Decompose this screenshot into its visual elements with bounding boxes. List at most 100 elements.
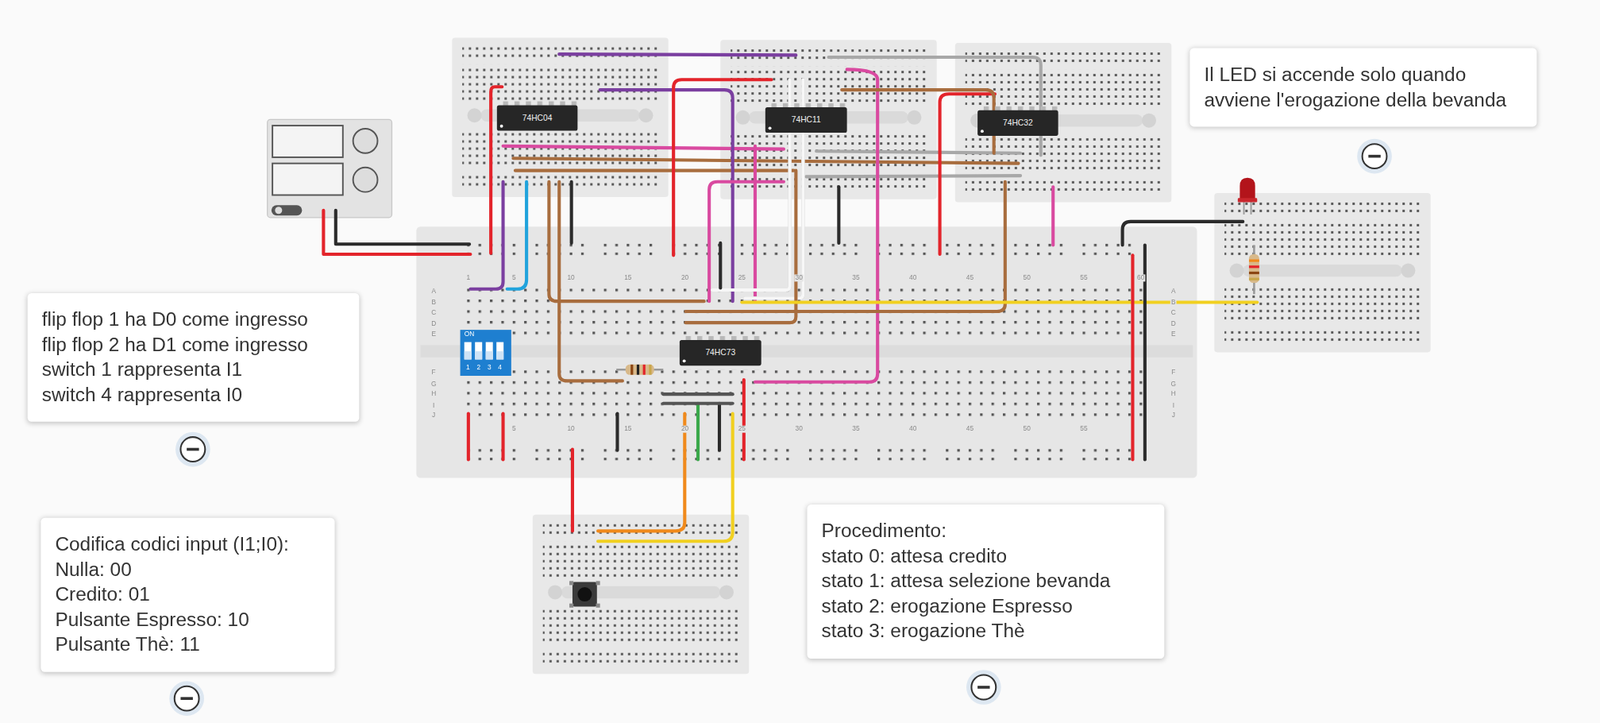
wire: [686, 170, 797, 324]
note-callout: Il LED si accende solo quando avviene l'…: [1189, 47, 1537, 127]
supply-switch-knob: [274, 206, 282, 214]
wire: [559, 53, 796, 55]
breadboard-index: 5: [511, 425, 517, 432]
supply-body: [267, 119, 393, 217]
breadboard-holes: [464, 367, 1146, 421]
wire: [559, 181, 623, 382]
led-symbol: [1237, 177, 1257, 215]
dip-lever: [464, 342, 472, 360]
breadboard-index: I: [431, 400, 436, 408]
wire: [503, 146, 784, 150]
breadboard-index: 20: [680, 273, 691, 281]
breadboard-index: G: [430, 379, 438, 386]
wire: [515, 169, 795, 173]
breadboard-index: E: [430, 330, 437, 337]
pin1-dot: [682, 358, 687, 363]
wire: [548, 181, 704, 301]
note-line: Procedimento:: [821, 518, 1151, 544]
breadboard-index: E: [1170, 330, 1177, 337]
note-text: switch 4 rappresenta I0: [42, 381, 243, 407]
breadboard-index: D: [430, 320, 438, 327]
wire: [600, 89, 733, 301]
wire: [755, 69, 878, 382]
icon-halo: [175, 431, 211, 467]
wire: [323, 210, 471, 255]
breadboard-index: 5: [511, 273, 517, 281]
button-cap: [577, 586, 592, 602]
wire: [816, 150, 1021, 154]
wire: [686, 181, 1006, 312]
main-breadboard: [416, 226, 1197, 478]
pin1-dot: [500, 124, 504, 128]
breadboard-index: A: [1170, 287, 1177, 294]
breadboard-index: 1: [465, 273, 471, 281]
note-text: flip flop 1 ha D0 come ingresso: [42, 307, 309, 332]
collapse-icon: [169, 680, 205, 716]
breadboard: [1214, 192, 1431, 353]
breadboard-index: 10: [566, 425, 576, 432]
power-supply: [267, 119, 393, 217]
breadboard: [955, 42, 1172, 203]
breadboard-index: C: [430, 308, 438, 316]
note-text: Codifica codici input (I1;I0):: [54, 532, 290, 557]
chip-text: 74HC04: [522, 113, 553, 124]
icon-minus: [1368, 154, 1381, 159]
wire: [836, 186, 841, 243]
resistor-body: [625, 364, 655, 375]
breadboard-index: 25: [736, 273, 747, 281]
breadboard-index: H: [430, 390, 438, 398]
wire: [597, 413, 733, 542]
resistor-band: [630, 364, 633, 375]
button-leg: [595, 603, 600, 608]
dip-lever-shade: [485, 350, 494, 359]
pushbutton: [569, 580, 601, 607]
collapse-icon: [966, 669, 1002, 705]
note-line: Pulsante Espresso: 10: [54, 606, 320, 632]
button-leg: [569, 603, 574, 608]
icon-ring: [971, 674, 996, 700]
note-line: Nulla: 00: [54, 556, 320, 582]
resistor-band: [636, 364, 640, 375]
breadboard-index: 20: [680, 425, 691, 432]
collapse-icon: [1357, 138, 1392, 174]
breadboard-index: I: [1171, 400, 1176, 408]
note-text: stato 0: attesa credito: [821, 543, 1007, 568]
wire: [709, 181, 784, 301]
dip-lever-shade: [464, 350, 472, 359]
note-callout: flip flop 1 ha D0 come ingressoflip flop…: [27, 293, 360, 422]
chip-text: 74HC32: [1002, 118, 1034, 128]
wire: [335, 210, 470, 244]
note-line: Il LED si accende solo quando avviene l'…: [1203, 61, 1520, 112]
dip-switch-label: 1: [465, 364, 471, 371]
collapse-icon: [175, 431, 211, 467]
breadboard-index: 55: [1079, 425, 1089, 432]
chip-label: 74HC73: [679, 339, 762, 366]
wire: [1122, 221, 1244, 246]
icon-minus: [186, 447, 199, 452]
dip-switch-label: 2: [475, 364, 482, 371]
breadboard-index: D: [1170, 320, 1178, 327]
breadboard-index: 40: [908, 425, 918, 432]
wire: [696, 403, 700, 460]
ic-chip: 74HC73: [679, 339, 762, 366]
icon-halo: [966, 669, 1002, 705]
breadboard-index: 45: [965, 425, 976, 432]
ic-chip: 74HC04: [497, 104, 579, 131]
wire: [1051, 186, 1055, 245]
rail-holes: [464, 447, 1151, 461]
note-line: stato 1: attesa selezione bevanda: [821, 568, 1151, 594]
breadboard-body: [416, 226, 1197, 478]
breadboard-index: H: [1170, 390, 1178, 398]
wire: [466, 413, 471, 460]
wire: [718, 242, 722, 289]
breadboard-index: 30: [794, 425, 804, 432]
ic-chip: 74HC11: [765, 107, 848, 133]
note-line: stato 0: attesa credito: [821, 543, 1151, 568]
breadboard-index: 40: [908, 273, 918, 281]
supply-knob: [353, 128, 378, 154]
breadboard-index: J: [1170, 412, 1176, 419]
breadboard-index: B: [430, 298, 437, 305]
rail-holes: [464, 242, 1151, 256]
breadboard-index: 50: [1021, 273, 1032, 281]
breadboard-index: F: [430, 369, 437, 376]
